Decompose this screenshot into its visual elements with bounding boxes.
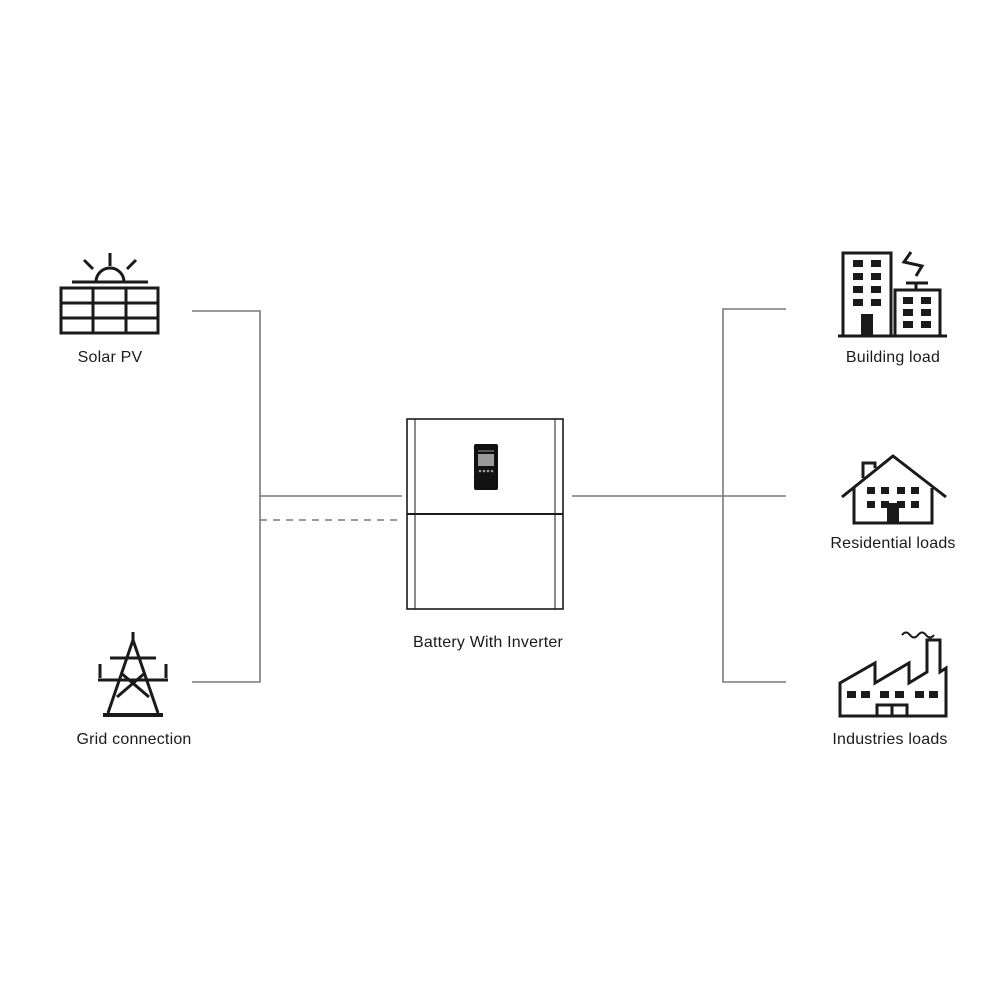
- residential-loads-label: Residential loads: [830, 535, 956, 552]
- grid-connection-label: Grid connection: [76, 731, 192, 748]
- office-building-icon: [838, 251, 947, 338]
- factory-icon: [838, 631, 948, 718]
- solar-pv-label: Solar PV: [77, 349, 143, 366]
- industries-loads-label: Industries loads: [832, 731, 948, 748]
- battery-inverter-icon: [406, 418, 564, 610]
- building-load-label: Building load: [845, 349, 941, 366]
- house-icon: [841, 454, 947, 525]
- battery-inverter-label: Battery With Inverter: [412, 634, 564, 651]
- solar-line: [192, 310, 261, 683]
- load-branch-line: [722, 308, 786, 683]
- solar-panel-icon: [59, 253, 160, 335]
- connection-lines: [192, 308, 786, 683]
- transmission-tower-icon: [98, 632, 168, 717]
